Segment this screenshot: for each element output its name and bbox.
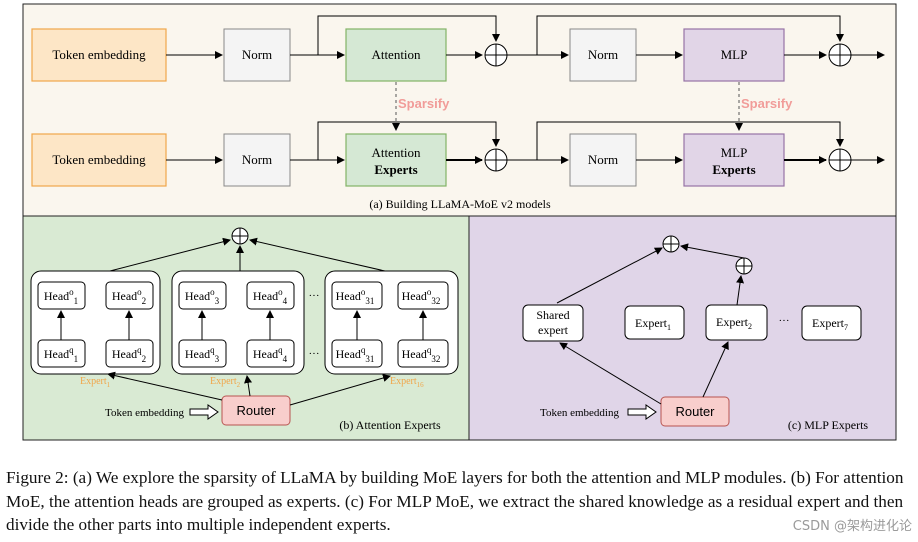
head-o-box [397,281,449,310]
panel-a-row2: Token embedding Norm Attention Experts N… [31,121,885,187]
sparsify-label: Sparsify [398,96,450,111]
attention-expert-group: Heado3 Heado4 Headq3 Headq4 Expert2 [171,270,305,389]
svg-text:Headq32: Headq32 [402,345,441,364]
router-box [221,395,291,426]
token-embedding-label: Token embedding [52,152,146,167]
token-embedding-label: Token embedding [105,407,184,419]
watermark: CSDN @架构进化论 [792,519,912,534]
panel-c-caption: (c) MLP Experts [788,418,869,432]
norm-box [223,28,291,82]
expert-label: Expert2 [210,376,241,389]
head-o-box [105,281,154,310]
hollow-arrow-icon [189,404,219,420]
svg-text:Headq3: Headq3 [185,345,220,364]
panel-a-caption: (a) Building LLaMA-MoE v2 models [369,197,551,211]
svg-text:Headq1: Headq1 [44,345,78,364]
attention-experts-label-bold: Experts [374,162,417,177]
sparsify-label: Sparsify [741,96,793,111]
attention-expert-group: Heado31 Heado32 Headq31 Headq32 Expert16 [324,270,459,389]
expert-box [624,305,685,340]
norm-label: Norm [242,152,272,167]
expert-label: Expert16 [390,376,424,389]
svg-text:Heado32: Heado32 [402,287,441,306]
svg-text:Expert1: Expert1 [635,316,671,332]
router-box [660,396,730,427]
panel-a-row1: Token embedding Norm Attention Norm MLP [31,15,885,82]
token-embedding-label: Token embedding [540,407,619,419]
svg-text:Headq2: Headq2 [112,345,146,364]
token-embedding-box [31,28,167,82]
head-o-box [331,281,383,310]
svg-text:Headq4: Headq4 [253,345,288,364]
svg-text:Expert7: Expert7 [812,316,848,332]
norm-label: Norm [588,152,618,167]
svg-text:Heado2: Heado2 [112,287,146,306]
head-o-box [246,281,295,310]
norm-box [569,133,637,187]
svg-text:Heado1: Heado1 [44,287,78,306]
panel-b-caption: (b) Attention Experts [339,418,441,432]
norm-box [569,28,637,82]
shared-expert-box [522,304,584,342]
mlp-experts-box [683,133,785,187]
mlp-experts-label: MLP [721,145,748,160]
svg-text:Headq31: Headq31 [336,345,375,364]
mlp-box [683,28,785,82]
token-embedding-box [31,133,167,187]
figure-caption: Figure 2: (a) We explore the sparsity of… [6,468,904,534]
ellipsis: ··· [309,348,320,360]
svg-text:Expert2: Expert2 [716,315,752,331]
mlp-experts-label-bold: Experts [712,162,755,177]
router-label: Router [675,404,715,419]
attention-expert-group: Heado1 Heado2 Headq1 Headq2 Expert1 [30,270,161,389]
norm-label: Norm [588,47,618,62]
expert-box [801,305,862,341]
norm-box [223,133,291,187]
expert-label: Expert1 [80,376,111,389]
expert-box [705,304,768,341]
svg-text:Heado4: Heado4 [253,287,288,306]
ellipsis: ··· [309,290,320,302]
head-o-box [178,281,227,310]
svg-text:Heado3: Heado3 [185,287,220,306]
attention-experts-label: Attention [371,145,421,160]
attention-experts-box [345,133,447,187]
svg-text:Heado31: Heado31 [336,287,375,306]
router-label: Router [236,403,276,418]
shared-expert-label: Shared [536,308,569,322]
head-o-box [37,281,86,310]
mlp-label: MLP [721,47,748,62]
attention-label: Attention [371,47,421,62]
token-embedding-label: Token embedding [52,47,146,62]
ellipsis: ··· [779,315,790,327]
norm-label: Norm [242,47,272,62]
shared-expert-label: expert [538,323,569,337]
hollow-arrow-icon [627,404,657,420]
